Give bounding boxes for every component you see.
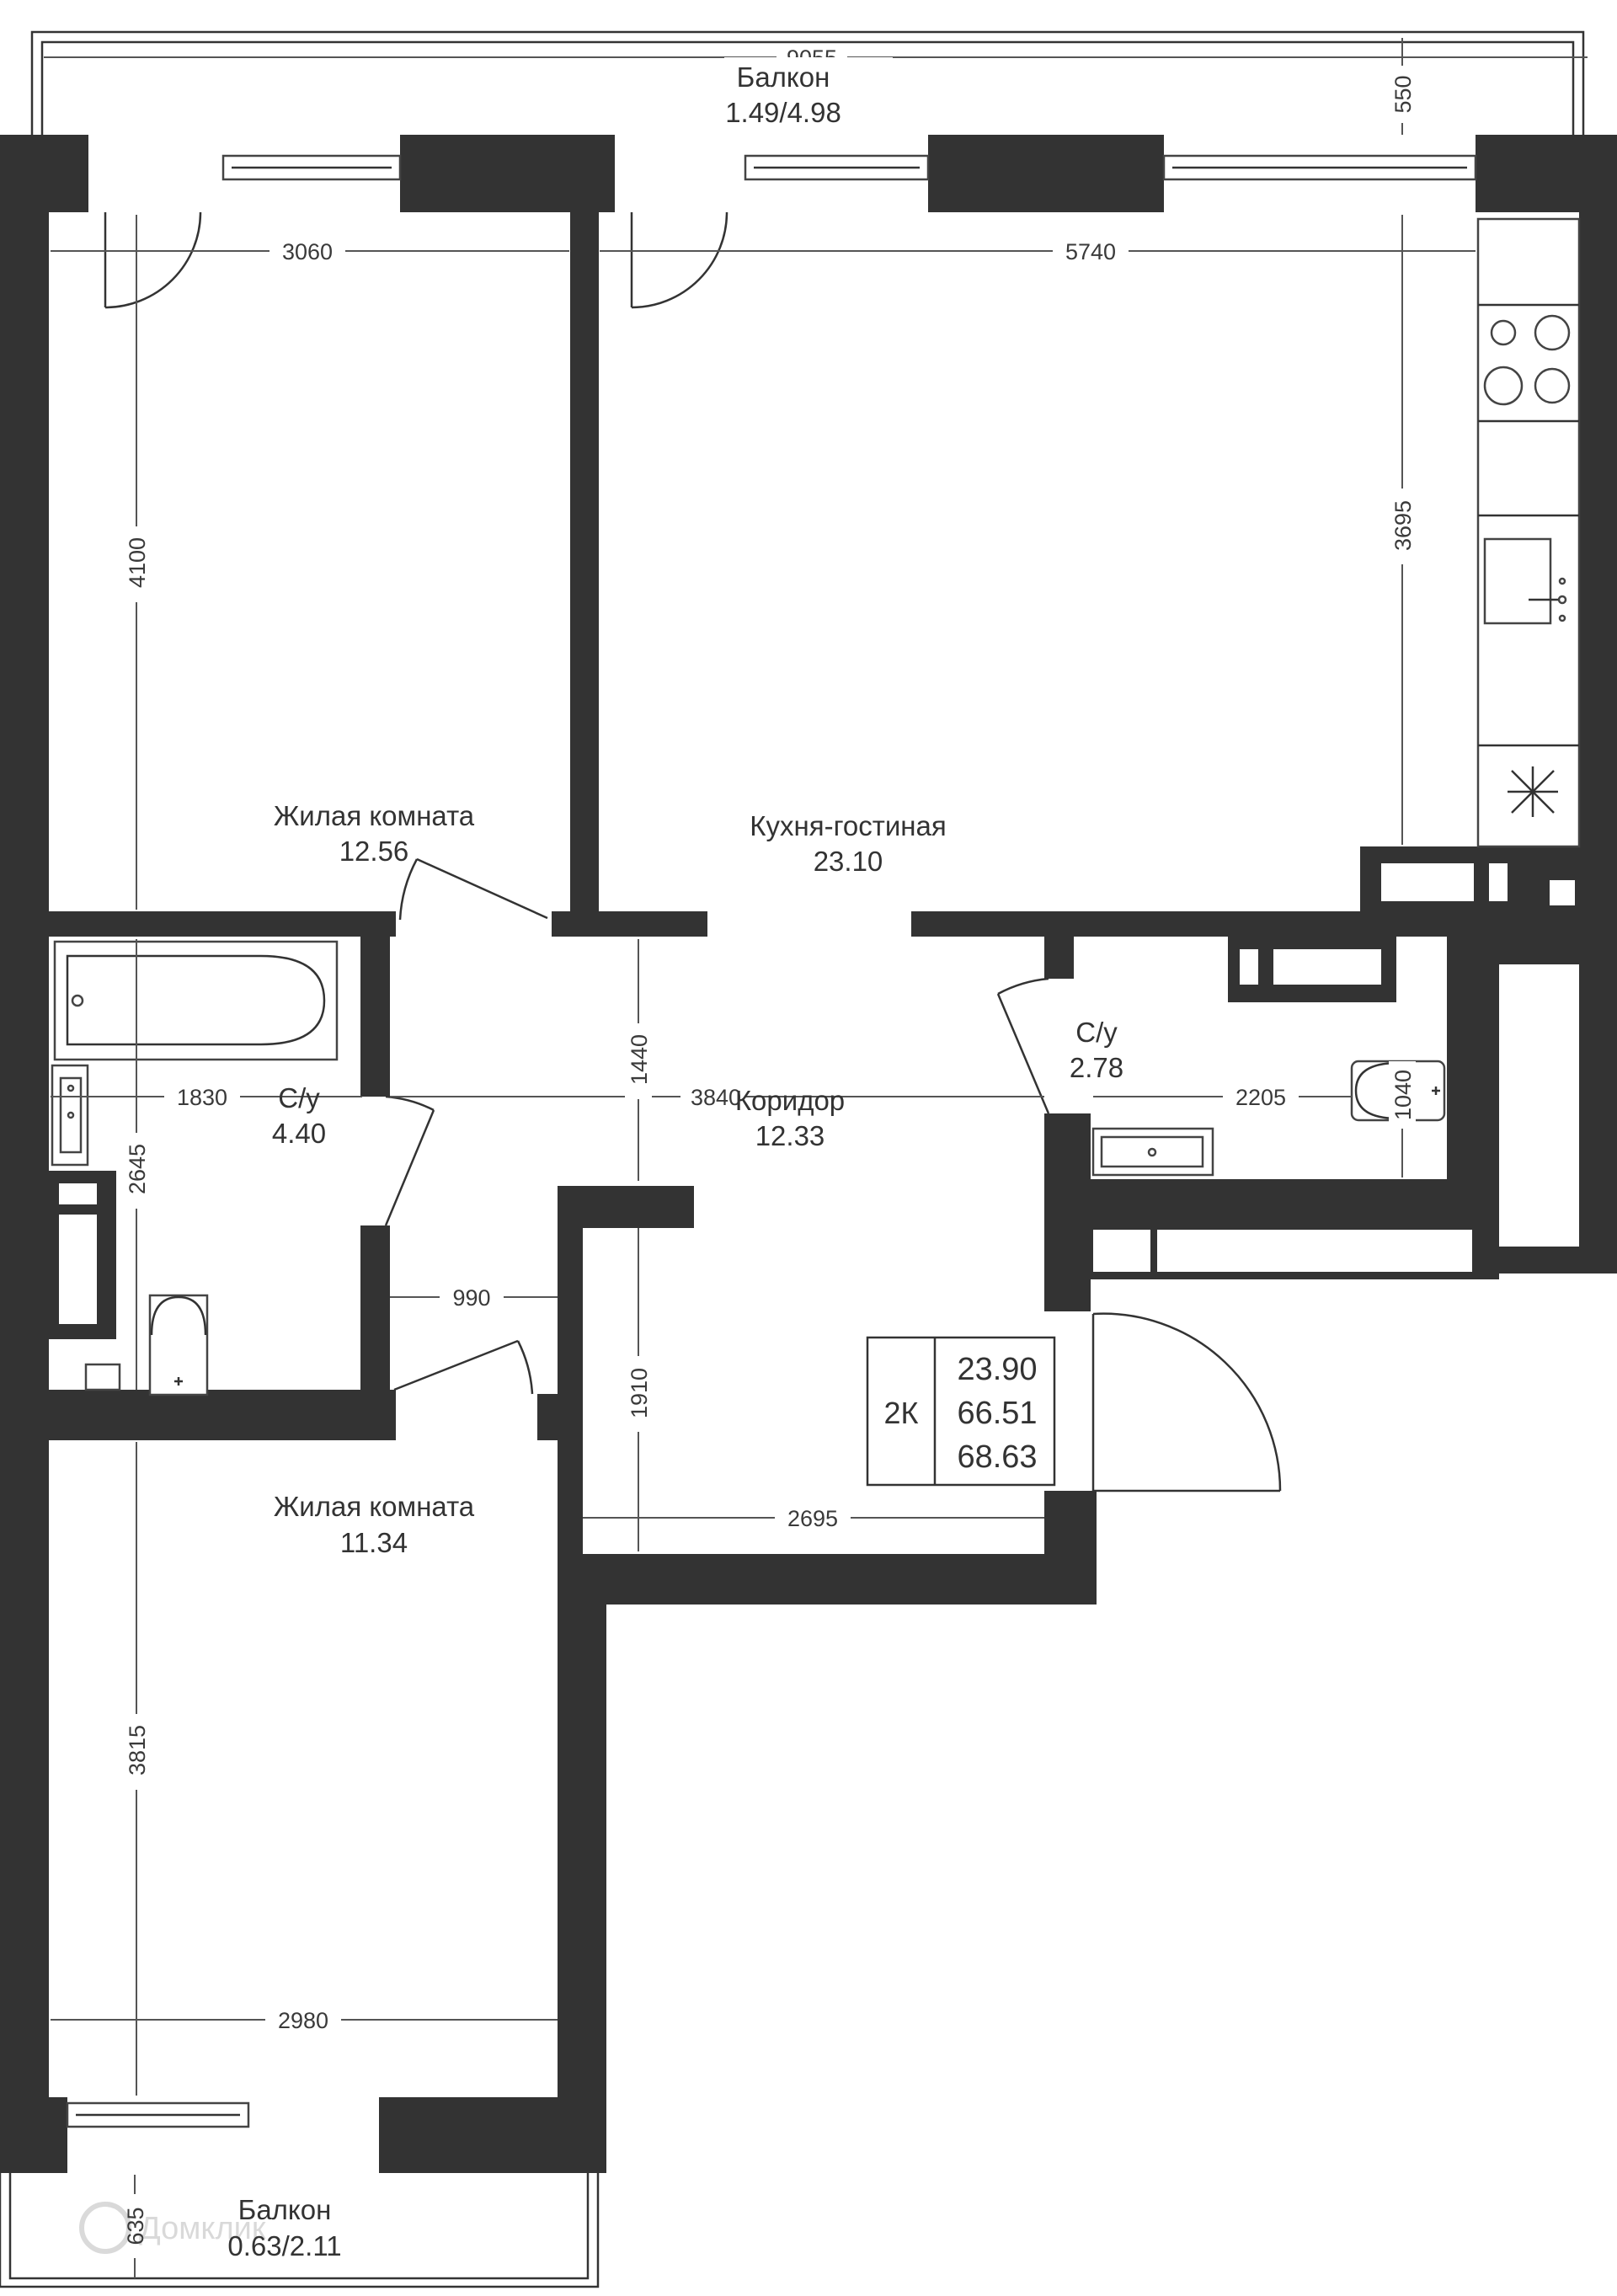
room-labels: Балкон 1.49/4.98 Жилая комната 12.56 Кух… — [227, 57, 1123, 2261]
total-area-value: 66.51 — [957, 1396, 1037, 1431]
room-area-bedroom-1: 12.56 — [339, 836, 409, 867]
dim-bath1-width: 1830 — [177, 1085, 227, 1110]
room-name-kitchen: Кухня-гостиная — [750, 810, 946, 841]
wall-bath1-right-b — [360, 1225, 390, 1398]
room-area-balcony-bottom: 0.63/2.11 — [227, 2230, 341, 2261]
room-name-corridor: Коридор — [735, 1085, 845, 1116]
room-area-corridor: 12.33 — [755, 1120, 825, 1151]
room-area-bedroom-2: 11.34 — [340, 1527, 408, 1558]
doors — [104, 211, 1282, 1492]
room-area-balcony-top: 1.49/4.98 — [725, 97, 841, 128]
wall-bath2-right — [1447, 937, 1472, 1227]
kitchen-counter — [1476, 217, 1581, 848]
room-name-bedroom-2: Жилая комната — [274, 1491, 475, 1522]
area-summary-box: 2К 23.90 66.51 68.63 — [866, 1336, 1056, 1487]
room-name-balcony-top: Балкон — [737, 61, 830, 93]
dim-bath1-length: 2645 — [125, 1144, 150, 1194]
room-area-bath-1: 4.40 — [272, 1118, 326, 1149]
dim-balcony2-depth: 635 — [123, 2207, 148, 2245]
dim-kitchen-length: 3695 — [1390, 500, 1416, 551]
wall-bath1-right — [360, 937, 390, 1097]
dimension-lines — [44, 38, 1588, 2278]
balcony-top — [30, 30, 1585, 135]
stove-burner-icon — [1483, 366, 1524, 406]
dim-balcony-depth: 550 — [1390, 75, 1416, 113]
room-name-balcony-bottom: Балкон — [238, 2194, 332, 2225]
bathtub-icon — [53, 940, 339, 1061]
dim-corridor-length: 3840 — [691, 1085, 741, 1110]
dim-bedroom1-length: 4100 — [125, 537, 150, 588]
stove-burner-icon — [1490, 319, 1517, 346]
dim-bedroom2-width: 2980 — [278, 2008, 328, 2033]
watermark-logo: Домклик — [79, 2202, 266, 2254]
dim-bath2-width: 2205 — [1235, 1085, 1286, 1110]
wall-top-mid — [400, 135, 615, 212]
wall-corridor-top — [558, 1186, 694, 1228]
floor-drain-icon — [84, 1363, 121, 1391]
room-name-bedroom-1: Жилая комната — [274, 800, 475, 831]
wall-bath2-bottom — [1044, 1179, 1499, 1227]
living-area-value: 23.90 — [957, 1352, 1037, 1387]
wall-bottom-left — [0, 2097, 67, 2173]
windows — [66, 154, 1477, 2128]
bath1-fixtures — [51, 940, 339, 1396]
total-area-balcony-value: 68.63 — [957, 1439, 1037, 1475]
room-name-bath-1: С/у — [278, 1082, 320, 1113]
room-name-bath-2: С/у — [1075, 1017, 1118, 1048]
room-area-kitchen: 23.10 — [814, 846, 883, 877]
dim-entry-depth: 1910 — [627, 1368, 652, 1418]
wall-corridor-notch — [537, 1394, 564, 1440]
wall-entry-right — [1044, 1491, 1097, 1605]
dim-entry-width: 2695 — [787, 1506, 838, 1531]
stove-burner-icon — [1534, 314, 1571, 351]
stove-burner-icon — [1534, 367, 1571, 404]
apartment-type-code: 2К — [884, 1396, 919, 1430]
wall-bedroom2-right — [558, 1571, 606, 2173]
wall-bedroom1-bottom-b — [552, 911, 707, 937]
balcony-bottom — [0, 2173, 600, 2288]
walls — [0, 135, 1617, 2173]
room-area-bath-2: 2.78 — [1070, 1052, 1123, 1083]
wall-bedroom1-kitchen — [570, 212, 599, 913]
kitchen-fixtures — [1476, 217, 1581, 848]
wall-kitchen-bottom — [911, 911, 1617, 937]
wall-entry-bottom — [558, 1554, 1097, 1605]
dim-bath2-depth: 1040 — [1390, 1070, 1416, 1120]
dim-kitchen-width: 5740 — [1065, 239, 1116, 264]
wall-bottom-right — [379, 2097, 606, 2173]
dim-bedroom2-length: 3815 — [125, 1725, 150, 1775]
wall-corridor-left — [558, 1186, 583, 1573]
svg-text:Домклик: Домклик — [139, 2211, 266, 2246]
dim-corridor-depth: 1440 — [627, 1034, 652, 1085]
dim-passage-width: 990 — [452, 1285, 490, 1311]
wall-top-center — [928, 135, 1164, 212]
wall-bedroom1-bottom — [0, 911, 396, 937]
wall-bath1-bottom — [0, 1390, 396, 1440]
gas-riser-icon — [1508, 766, 1558, 817]
wall-left — [0, 135, 49, 2173]
wall-bath2-left — [1044, 937, 1074, 979]
bath2-fixtures — [1091, 1060, 1446, 1177]
kitchen-sink-icon — [1483, 537, 1552, 625]
dim-bedroom1-width: 3060 — [282, 239, 333, 264]
